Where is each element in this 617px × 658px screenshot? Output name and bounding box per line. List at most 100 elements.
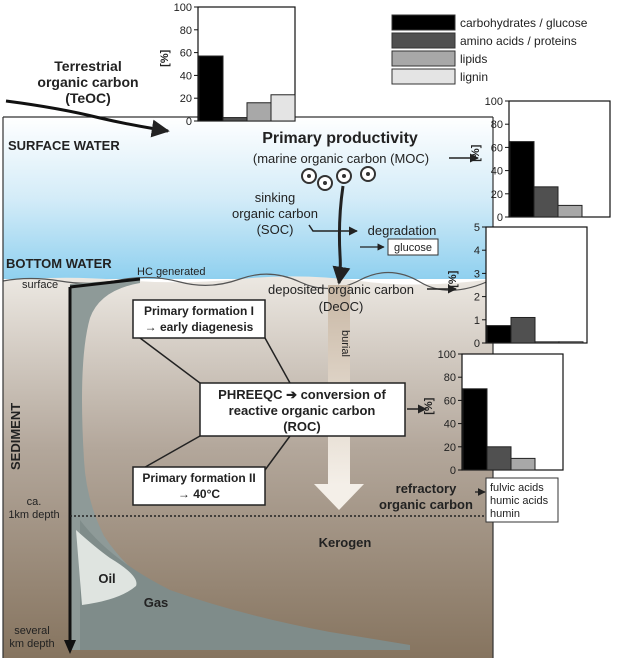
phreeqc-line2: reactive organic carbon [229, 403, 376, 418]
bar [510, 457, 536, 471]
phreeqc-line1: PHREEQC ➔ conversion of [218, 387, 386, 402]
primary-formation-2-line2: → 40°C [178, 487, 220, 501]
surface-water-label: SURFACE WATER [8, 138, 120, 153]
y-axis-label: [%] [447, 270, 459, 287]
terrestrial-line1: Terrestrial [54, 58, 121, 74]
refractory-item-humin: humin [490, 508, 520, 520]
bar [486, 446, 512, 471]
legend-label: lignin [460, 70, 488, 84]
hc-generated-label: HC generated [137, 266, 206, 278]
depth-axis-arrowhead [64, 640, 76, 654]
y-tick-label: 60 [491, 142, 503, 154]
connector-formation-1b [264, 337, 291, 384]
gas-label: Gas [144, 595, 169, 610]
y-tick-label: 100 [438, 349, 456, 361]
y-tick-label: 4 [474, 245, 480, 257]
sediment-label: SEDIMENT [8, 403, 23, 470]
legend-label: carbohydrates / glucose [460, 16, 588, 30]
y-tick-label: 80 [491, 119, 503, 131]
kerogen-label: Kerogen [319, 535, 372, 550]
hc-axis [69, 277, 141, 289]
oil-label: Oil [98, 571, 115, 586]
glucose-box [387, 238, 439, 256]
deposited-line2: (DeOC) [319, 299, 364, 314]
y-tick-label: 0 [450, 465, 456, 477]
primary-formation-2-line1: Primary formation II [142, 471, 255, 485]
y-tick-label: 100 [485, 96, 503, 108]
chart-frame [485, 226, 588, 344]
phreeqc-box [199, 382, 406, 437]
terrestrial-input-arrow [5, 99, 170, 138]
y-tick-label: 100 [174, 2, 192, 14]
y-tick-label: 2 [474, 292, 480, 304]
depth-1km-line2: 1km depth [8, 509, 59, 521]
deposited-line1: deposited organic carbon [268, 282, 414, 297]
glucose-label: glucose [394, 242, 432, 254]
bottom-water-label: BOTTOM WATER [6, 256, 112, 271]
degradation-arrow [308, 224, 358, 236]
y-tick-label: 20 [180, 93, 192, 105]
refractory-box [485, 477, 559, 523]
sinking-particles [301, 166, 376, 191]
gas-zone [80, 520, 410, 650]
y-tick-label: 0 [474, 338, 480, 350]
y-axis-label: [%] [159, 49, 171, 66]
connector-formation-2b [264, 435, 291, 471]
legend-swatch [391, 32, 456, 49]
legend-swatch [391, 14, 456, 31]
surface-label: surface [22, 279, 58, 291]
refractory-item-humic: humic acids [490, 495, 549, 507]
refractory-line1: refractory [396, 481, 457, 496]
connector-formation-1 [139, 337, 201, 384]
y-axis-label: [%] [470, 144, 482, 161]
legend-item: amino acids / proteins [391, 32, 577, 49]
primary-formation-1-box [132, 299, 266, 339]
refractory-line2: organic carbon [379, 497, 473, 512]
terrestrial-label: Terrestrial organic carbon (TeOC) [37, 58, 138, 106]
legend-item: lipids [391, 50, 487, 67]
y-tick-label: 0 [497, 212, 503, 224]
sinking-label: sinking organic carbon (SOC) [232, 190, 318, 237]
y-tick-label: 40 [491, 166, 503, 178]
bar [534, 341, 560, 344]
bar [198, 55, 224, 122]
bar [509, 141, 535, 218]
y-tick-label: 20 [491, 189, 503, 201]
degradation-label: degradation [368, 223, 437, 238]
y-tick-label: 20 [444, 442, 456, 454]
legend-label: lipids [460, 52, 487, 66]
primary-productivity-label: Primary productivity [262, 130, 418, 147]
bar [557, 204, 583, 218]
y-tick-label: 80 [180, 25, 192, 37]
primary-formation-1-line2: → early diagenesis [145, 320, 254, 334]
bar [510, 316, 536, 344]
bar [246, 102, 272, 122]
depth-several-line2: km depth [9, 638, 54, 650]
y-tick-label: 40 [444, 419, 456, 431]
legend-item: carbohydrates / glucose [391, 14, 588, 31]
chart-moc: 0 20 40 60 80 100 [%] [470, 96, 611, 224]
oil-zone [76, 530, 137, 605]
legend-swatch [391, 68, 456, 85]
depth-several-line1: several [14, 625, 49, 637]
deposited-label: deposited organic carbon (DeOC) [268, 282, 414, 314]
y-tick-label: 1 [474, 315, 480, 327]
bar [486, 325, 512, 344]
terrestrial-line2: organic carbon [37, 74, 138, 90]
sinking-line1: sinking [255, 190, 295, 205]
bar [270, 94, 296, 122]
sinking-line3: (SOC) [257, 222, 294, 237]
burial-label: burial [339, 330, 351, 357]
bar [558, 341, 584, 344]
connector-formation-2 [139, 435, 201, 471]
bar [533, 186, 559, 218]
depth-1km-line1: ca. [27, 496, 42, 508]
y-tick-label: 60 [180, 48, 192, 60]
y-tick-label: 0 [186, 116, 192, 128]
y-tick-label: 80 [444, 372, 456, 384]
phreeqc-line3: (ROC) [283, 419, 321, 434]
